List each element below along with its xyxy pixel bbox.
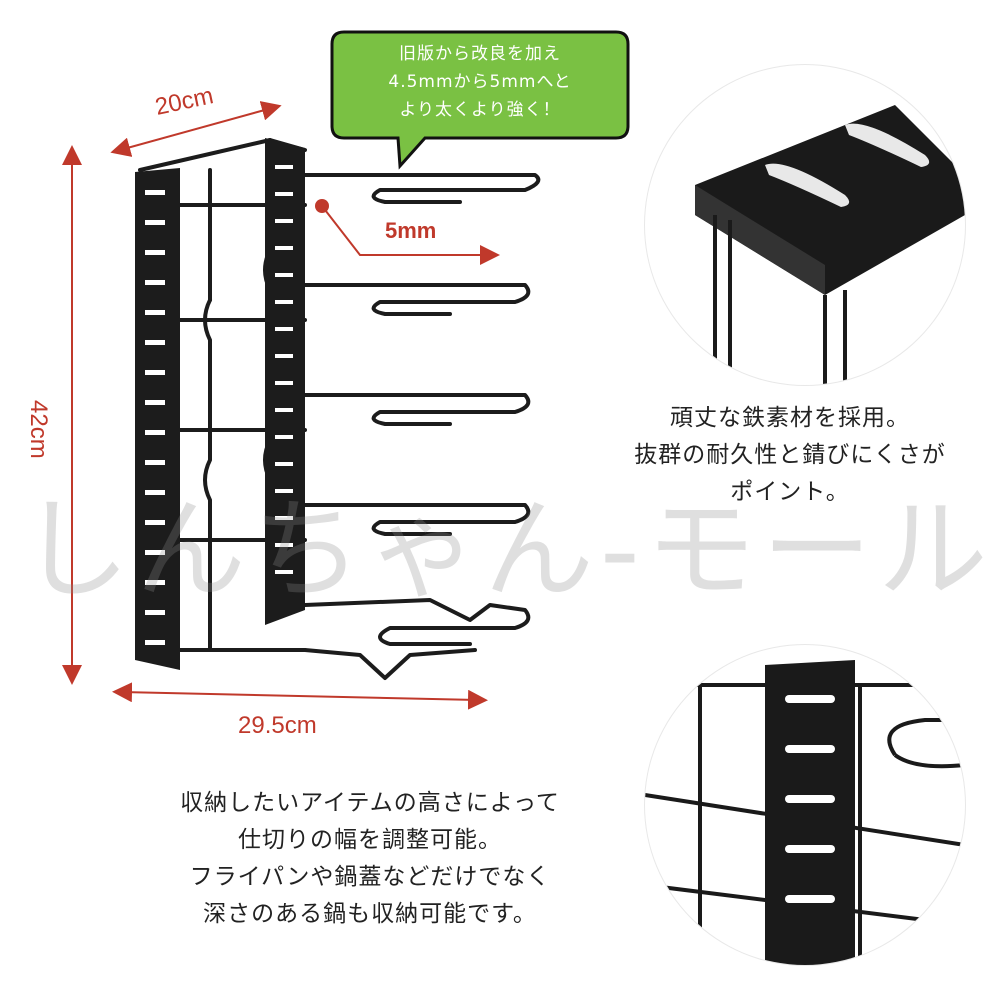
material-line-2: 抜群の耐久性と錆びにくさが xyxy=(634,442,946,468)
bubble-line-1: 旧版から改良を加え xyxy=(399,44,561,64)
material-description: 頑丈な鉄素材を採用。 抜群の耐久性と錆びにくさが ポイント。 xyxy=(590,400,990,511)
bubble-line-2: 4.5mmから5mmへと xyxy=(388,72,572,92)
storage-description: 収納したいアイテムの高さによって 仕切りの幅を調整可能。 フライパンや鍋蓋などだ… xyxy=(100,785,640,933)
storage-line-3: フライパンや鍋蓋などだけでなく xyxy=(189,864,551,890)
height-dimension-label: 42cm xyxy=(25,400,52,459)
top-hook-detail-circle xyxy=(645,65,965,385)
material-line-3: ポイント。 xyxy=(730,479,850,505)
speech-bubble xyxy=(330,30,630,170)
material-line-1: 頑丈な鉄素材を採用。 xyxy=(670,405,910,431)
bubble-line-3: より太くより強く！ xyxy=(399,100,561,120)
slot-detail-image xyxy=(645,660,965,965)
storage-line-2: 仕切りの幅を調整可能。 xyxy=(238,827,502,853)
storage-line-4: 深さのある鍋も収納可能です。 xyxy=(203,901,537,927)
slot-detail-circle xyxy=(645,645,965,965)
storage-line-1: 収納したいアイテムの高さによって xyxy=(180,790,560,816)
depth-dimension-label: 29.5cm xyxy=(238,712,317,739)
shop-watermark: しんちゃん-モール xyxy=(20,486,994,614)
hook-detail-image xyxy=(695,105,965,385)
wire-thickness-label: 5mm xyxy=(385,218,437,243)
pan-rack-illustration xyxy=(135,138,541,680)
bubble-text: 旧版から改良を加え 4.5mmから5mmへと より太くより強く！ xyxy=(340,40,620,124)
